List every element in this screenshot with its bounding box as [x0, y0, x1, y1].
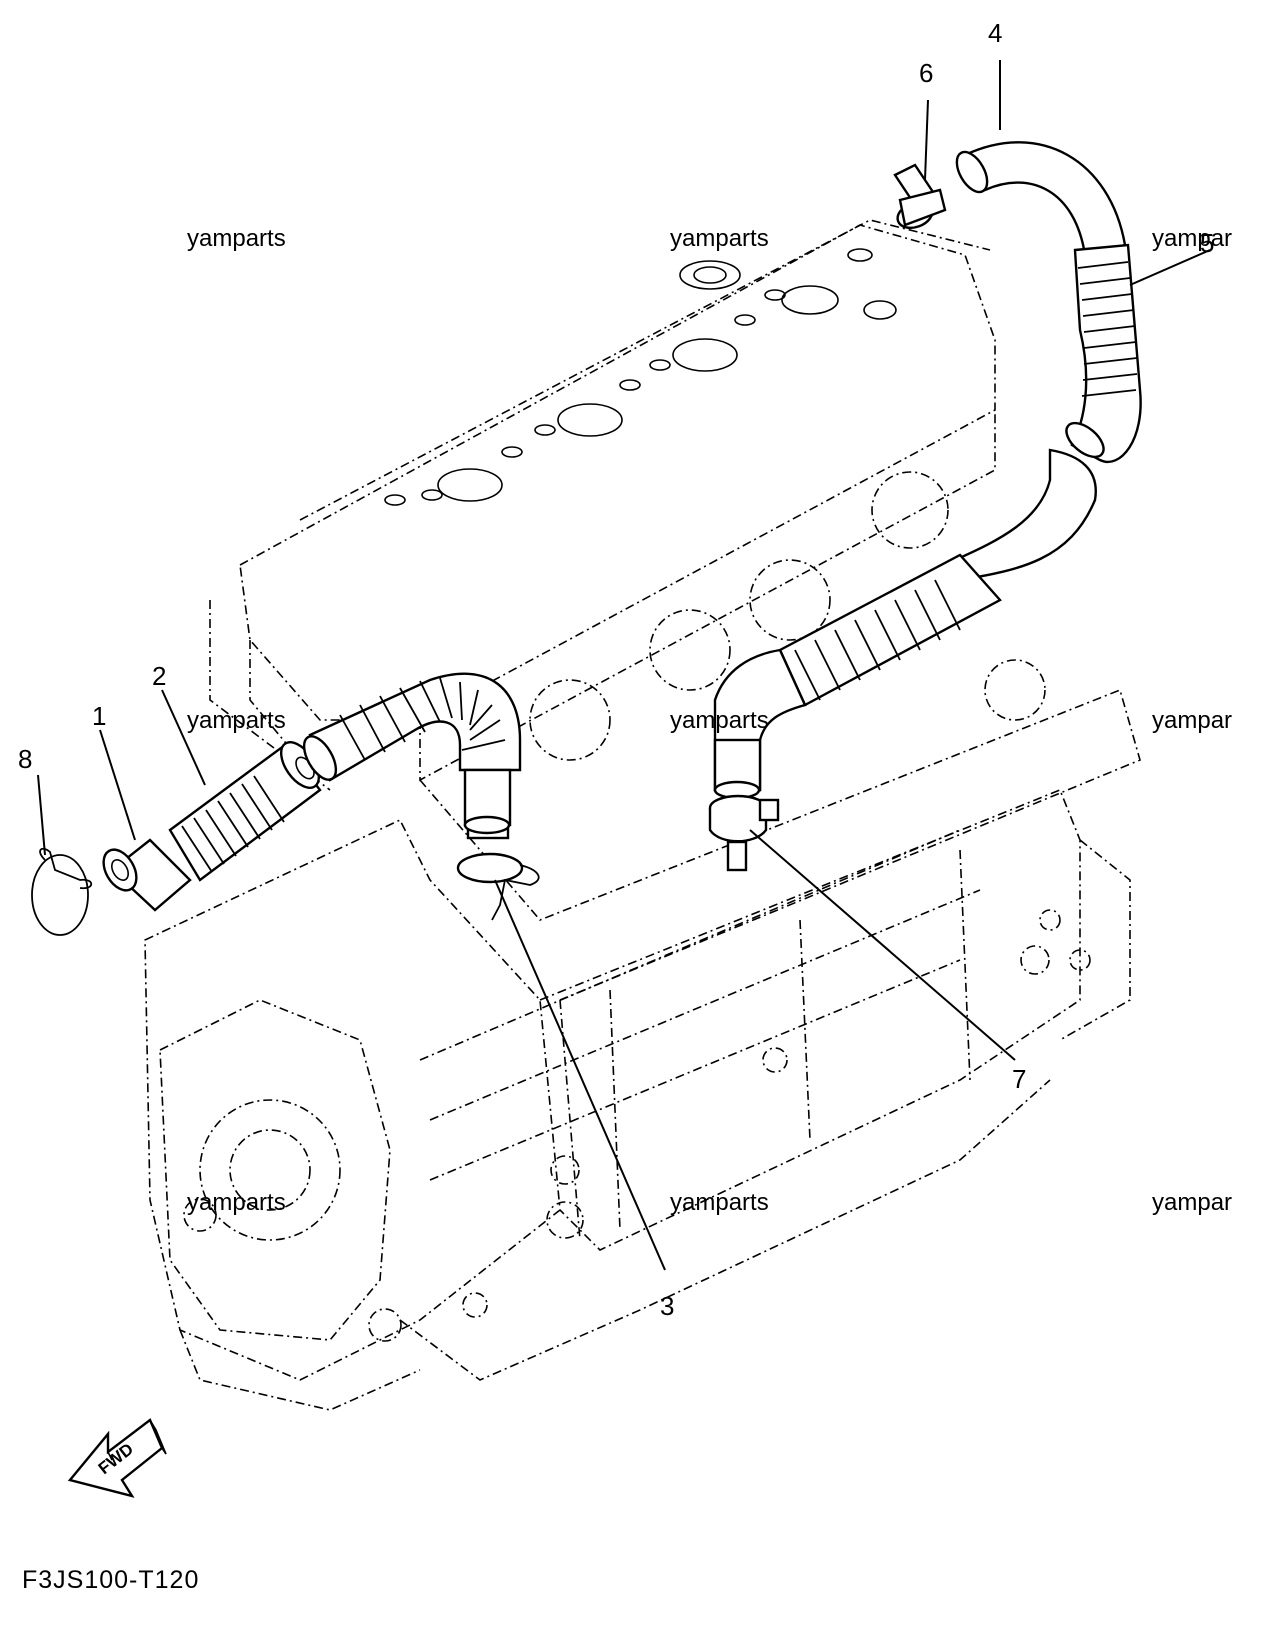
block-bosses: [183, 659, 1091, 1342]
callout-7: 7: [1012, 1064, 1026, 1094]
watermark-clipped: yampar: [1152, 707, 1232, 734]
callout-4: 4: [988, 18, 1002, 48]
watermark: yamparts: [670, 225, 769, 252]
callout-1: 1: [92, 701, 106, 731]
watermarks: yamparts yamparts yampar yamparts yampar…: [187, 225, 1232, 1216]
watermark-clipped: yampar: [1152, 1189, 1232, 1216]
callout-5: 5: [1200, 228, 1214, 258]
head-hose: [302, 672, 522, 835]
part-7-clamp: [708, 794, 780, 872]
part-8-wire-clip: [31, 847, 93, 936]
watermark: yamparts: [187, 1189, 286, 1216]
watermark: yamparts: [670, 1189, 769, 1216]
part-6-clamp: [893, 163, 947, 230]
leader-lines: [37, 60, 1211, 1271]
callout-6: 6: [919, 58, 933, 88]
part-4-hose: [955, 141, 1142, 463]
part-1-joint: [102, 838, 192, 912]
exhaust-flanges: [529, 471, 949, 761]
part-5-hose: [713, 448, 1097, 800]
callout-3: 3: [660, 1291, 674, 1321]
watermark: yamparts: [187, 707, 286, 734]
fwd-arrow: FWD: [67, 1418, 167, 1498]
head-bosses: [384, 248, 897, 506]
engine-block: [144, 219, 1141, 1411]
callout-8: 8: [18, 744, 32, 774]
watermark-clipped: yampar: [1152, 225, 1232, 252]
watermark: yamparts: [670, 707, 769, 734]
callout-2: 2: [152, 661, 166, 691]
watermark: yamparts: [187, 225, 286, 252]
callouts: 1 2 3 4 5 6 7 8: [18, 18, 1214, 1321]
diagram-code: F3JS100-T120: [22, 1566, 199, 1594]
